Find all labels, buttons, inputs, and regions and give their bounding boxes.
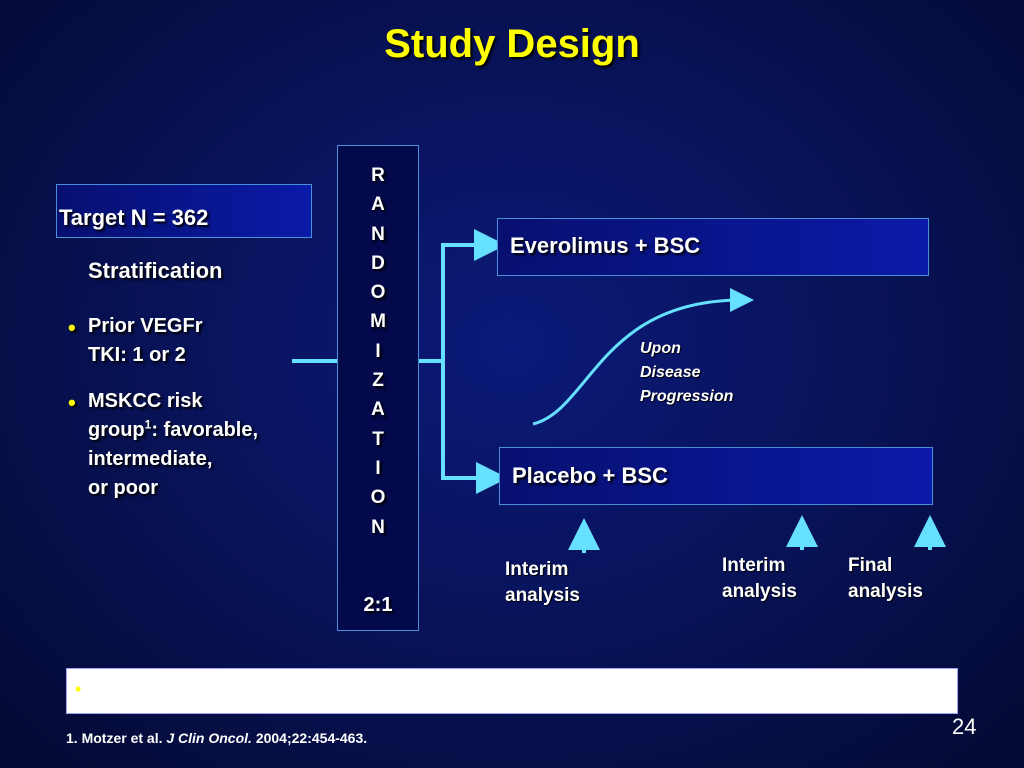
randomization-letter: N [371, 223, 385, 245]
crossover-label: Upon Disease Progression [640, 340, 734, 405]
target-n-label: Target N = 362 [59, 205, 209, 230]
placebo-arm-label: Placebo + BSC [512, 463, 668, 488]
randomization-letter: A [371, 399, 385, 421]
bullet-text: Prior VEGFr TKI: 1 or 2 [88, 315, 203, 366]
bullet-text: MSKCC risk group1: favorable, intermedia… [88, 390, 259, 499]
bullet-icon: • [68, 390, 76, 415]
journal-name: J Clin Oncol. [166, 730, 252, 746]
randomization-letter: D [371, 252, 385, 274]
randomization-letter: I [375, 340, 381, 362]
target-n-box: Target N = 362 [56, 184, 312, 238]
randomization-letter: O [370, 282, 386, 304]
interim-analysis-label-2: Interim analysis [722, 555, 797, 602]
footnote-ref: 1 [144, 417, 152, 432]
everolimus-arm-box: Everolimus + BSC [497, 218, 929, 276]
stratification-list: • Prior VEGFr TKI: 1 or 2 • MSKCC risk g… [68, 312, 333, 520]
randomization-letter: A [371, 194, 385, 216]
page-number: 24 [952, 714, 977, 739]
randomization-letter: T [372, 428, 384, 450]
list-item: • MSKCC risk group1: favorable, intermed… [68, 387, 333, 503]
crossover-curve-arrow [532, 288, 754, 426]
list-item: • Prior VEGFr TKI: 1 or 2 [68, 312, 333, 370]
bullet-icon: • [75, 679, 82, 699]
randomization-letter: R [371, 165, 385, 186]
slide-title: Study Design [384, 22, 640, 66]
bullet-icon: • [68, 315, 76, 340]
randomization-letter: Z [372, 370, 384, 392]
notes-bar: • [66, 668, 958, 714]
final-analysis-label: Final analysis [848, 555, 923, 602]
randomization-letter: M [370, 311, 386, 333]
branch-arrow-placebo [441, 361, 508, 494]
randomization-ratio: 2:1 [363, 594, 393, 616]
everolimus-arm-label: Everolimus + BSC [510, 233, 701, 258]
placebo-arm-box: Placebo + BSC [499, 447, 933, 505]
branch-arrow-everolimus [441, 229, 506, 361]
footnote: 1. Motzer et al. J Clin Oncol. 2004;22:4… [66, 730, 368, 746]
interim-analysis-label-1: Interim analysis [505, 559, 580, 606]
stratification-heading: Stratification [88, 258, 223, 283]
randomization-letter: N [371, 516, 385, 538]
randomization-letter: O [370, 487, 386, 509]
randomization-letter: I [375, 457, 381, 479]
